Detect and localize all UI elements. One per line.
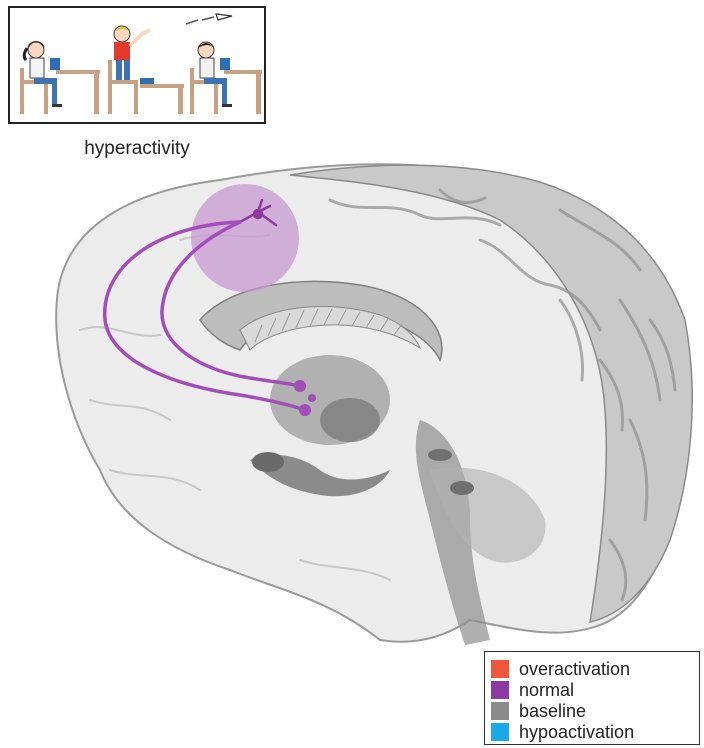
legend-item: overactivation <box>491 658 699 679</box>
legend-swatch <box>491 660 509 678</box>
prefrontal-activation-spot <box>191 184 299 292</box>
legend-swatch <box>491 723 509 741</box>
legend-swatch <box>491 702 509 720</box>
legend-item: normal <box>491 679 699 700</box>
legend-label: normal <box>519 680 574 700</box>
legend-label: baseline <box>519 701 586 721</box>
legend-label: hypoactivation <box>519 722 634 742</box>
amygdala <box>252 452 284 472</box>
legend-item: hypoactivation <box>491 721 699 742</box>
activation-legend: overactivation normal baseline hypoactiv… <box>484 651 700 745</box>
legend-item: baseline <box>491 700 699 721</box>
legend-swatch <box>491 681 509 699</box>
legend-label: overactivation <box>519 659 630 679</box>
thalamus <box>320 398 380 442</box>
